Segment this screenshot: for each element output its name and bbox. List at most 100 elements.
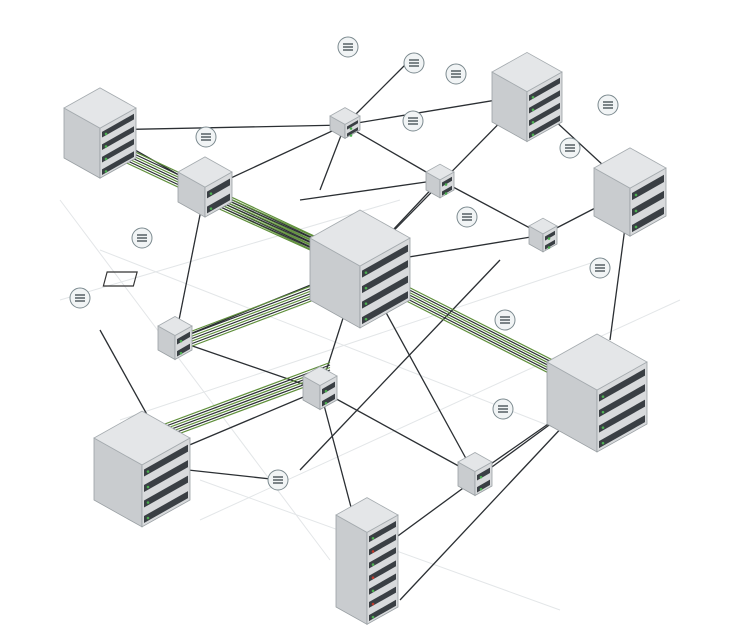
status-led bbox=[209, 192, 213, 195]
status-led bbox=[444, 192, 448, 195]
status-led bbox=[371, 537, 375, 540]
cable-bundle-strand bbox=[141, 364, 331, 436]
cable-bundle-strand bbox=[141, 366, 331, 439]
network-switch-4 bbox=[177, 156, 233, 218]
device-top bbox=[302, 366, 338, 386]
device-top bbox=[546, 333, 648, 391]
status-led bbox=[104, 157, 108, 161]
status-led bbox=[601, 426, 605, 429]
floor-line bbox=[99, 249, 561, 431]
device-top bbox=[177, 156, 233, 188]
rack-panel bbox=[529, 115, 560, 139]
cable bbox=[439, 179, 544, 236]
cable bbox=[344, 124, 441, 181]
rack-panel bbox=[599, 368, 645, 402]
network-badge-icon bbox=[195, 126, 217, 148]
network-badge-icon bbox=[267, 469, 289, 491]
rack-panel bbox=[144, 491, 188, 524]
floor-line bbox=[59, 199, 401, 301]
cable bbox=[299, 259, 501, 471]
network-switch-7 bbox=[457, 452, 493, 497]
network-badge-icon bbox=[69, 287, 91, 309]
status-led bbox=[479, 487, 483, 491]
cable bbox=[99, 329, 151, 421]
server-top-left bbox=[63, 87, 137, 179]
network-badges bbox=[69, 36, 619, 491]
status-led bbox=[547, 237, 551, 240]
rack-panel bbox=[102, 113, 134, 138]
rack-panel bbox=[362, 260, 408, 294]
status-led bbox=[349, 134, 353, 137]
network-badge-icon bbox=[456, 206, 478, 228]
rack-panel bbox=[599, 415, 645, 449]
storage-box-left bbox=[93, 410, 191, 528]
rack-panel bbox=[347, 127, 358, 137]
status-led bbox=[349, 127, 353, 130]
rack-panel bbox=[144, 460, 188, 493]
network-badge-icon bbox=[559, 137, 581, 159]
status-led bbox=[634, 225, 638, 229]
rack-panel bbox=[102, 151, 134, 176]
status-led bbox=[324, 389, 328, 393]
rack-panel bbox=[529, 77, 560, 101]
status-led bbox=[601, 410, 605, 414]
rack-panel bbox=[369, 573, 396, 595]
rack-panel bbox=[144, 475, 188, 508]
device-top bbox=[63, 87, 137, 129]
status-led bbox=[479, 475, 483, 479]
status-led bbox=[601, 441, 605, 445]
status-led bbox=[371, 589, 375, 593]
status-led bbox=[364, 317, 368, 321]
status-led bbox=[371, 615, 375, 619]
device-side bbox=[335, 514, 368, 626]
cable bbox=[174, 339, 321, 391]
status-led bbox=[634, 209, 638, 213]
rack-panel bbox=[545, 230, 555, 241]
rack-panel bbox=[102, 126, 134, 151]
rack-panel bbox=[369, 560, 396, 582]
tower-server-bottom bbox=[335, 497, 399, 626]
status-led bbox=[146, 516, 150, 520]
rack-panel bbox=[529, 90, 560, 114]
status-led bbox=[371, 550, 375, 553]
status-led bbox=[531, 133, 535, 137]
server-bottom-right bbox=[546, 333, 648, 453]
network-badge-icon bbox=[403, 52, 425, 74]
status-led bbox=[146, 485, 150, 489]
rack-panel bbox=[207, 178, 230, 199]
status-led bbox=[146, 501, 150, 504]
floor-line bbox=[59, 199, 331, 561]
network-switch-5 bbox=[157, 316, 193, 361]
network-switch-6 bbox=[302, 366, 338, 411]
rack-panel bbox=[362, 275, 408, 309]
status-led bbox=[324, 401, 328, 405]
status-led bbox=[371, 602, 375, 606]
device-top bbox=[457, 452, 493, 472]
rack-panel bbox=[369, 520, 396, 543]
server-right bbox=[593, 147, 667, 237]
status-led bbox=[371, 563, 375, 566]
status-led bbox=[531, 96, 535, 99]
device-top bbox=[491, 51, 563, 93]
rack-panel bbox=[362, 244, 408, 278]
status-led bbox=[547, 246, 551, 249]
rack-panel bbox=[362, 291, 408, 325]
rack-panel bbox=[632, 174, 664, 201]
rack-panel bbox=[369, 534, 396, 556]
status-led bbox=[531, 108, 535, 112]
network-badge-icon bbox=[131, 227, 153, 249]
device-top bbox=[329, 107, 361, 125]
status-led bbox=[371, 576, 375, 580]
status-led bbox=[209, 207, 213, 210]
network-switch-1 bbox=[329, 107, 361, 140]
status-led bbox=[444, 183, 448, 186]
rack-panel bbox=[529, 102, 560, 126]
status-led bbox=[364, 302, 368, 305]
network-switch-3 bbox=[528, 217, 558, 253]
keyboard-icon bbox=[102, 271, 138, 287]
status-led bbox=[531, 121, 535, 124]
rack-panel bbox=[442, 185, 452, 196]
status-led bbox=[601, 395, 605, 398]
device-top bbox=[425, 163, 455, 181]
